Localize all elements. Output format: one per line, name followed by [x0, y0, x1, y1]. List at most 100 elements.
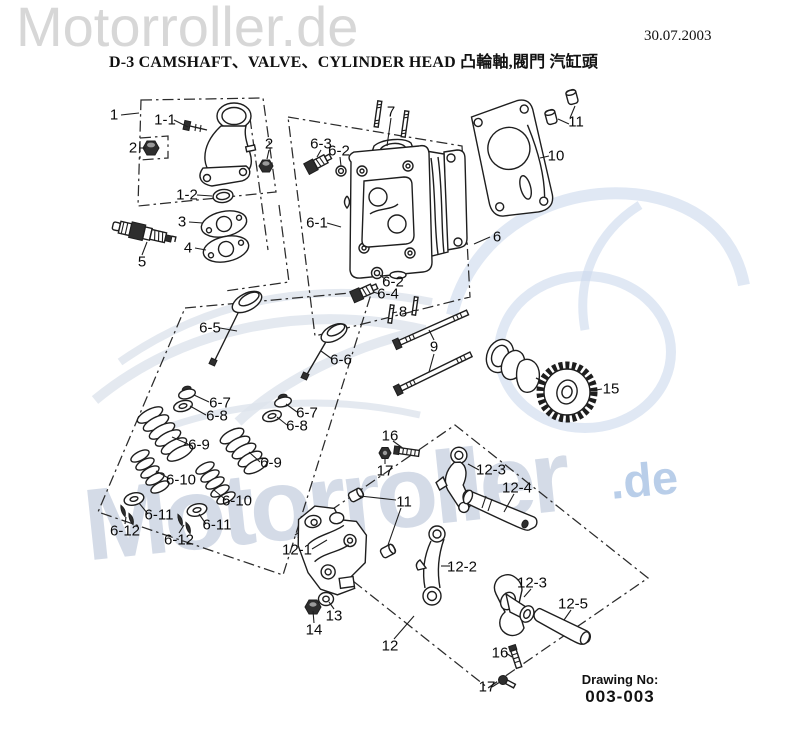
spring-seat-part-6-11-left	[123, 491, 145, 507]
part-label-2-left: 2	[128, 139, 138, 157]
part-label-12-3-top: 12-3	[475, 461, 507, 479]
part-label-12-3-bottom: 12-3	[516, 574, 548, 592]
camshaft-part-15	[485, 338, 598, 423]
washer-part-13	[317, 591, 335, 607]
part-label-6-2-bottom: 6-2	[382, 273, 404, 291]
valve-spring-part-6-10-right	[195, 461, 236, 505]
intake-manifold-part-1	[199, 102, 257, 187]
part-label-8: 8	[398, 303, 408, 321]
group-box-nut-2	[139, 135, 169, 161]
part-label-9: 9	[429, 338, 439, 356]
studs-part-8	[387, 296, 419, 324]
valve-spring-part-6-9-right	[219, 427, 269, 475]
studs-part-9	[391, 309, 474, 397]
drawing-no-label: Drawing No:	[581, 672, 659, 687]
valve-cotters-part-6-12-left	[120, 504, 134, 526]
part-label-4: 4	[183, 239, 193, 257]
adjuster-part-6-4	[349, 283, 379, 304]
adjuster-part-6-3	[303, 153, 333, 176]
part-label-16-bottom: 16	[491, 644, 509, 662]
rocker-arm-part-12-3-bottom	[493, 574, 535, 637]
o-ring-part-6-2-bottom	[370, 266, 384, 280]
part-label-6-8-right: 6-8	[286, 417, 308, 435]
valve-spring-part-6-9-left	[136, 406, 194, 462]
drawing-number-block: Drawing No: 003-003	[560, 672, 680, 707]
part-label-17-top: 17	[376, 462, 394, 480]
screw-part-17-bottom	[498, 675, 517, 689]
part-label-1-2: 1-2	[176, 186, 198, 204]
spring-seat-part-6-11-right	[186, 502, 208, 518]
part-label-1: 1	[109, 106, 119, 124]
part-label-11-bottom: 11	[396, 493, 412, 511]
part-label-3: 3	[177, 213, 187, 231]
part-label-12: 12	[381, 637, 399, 655]
part-label-12-5: 12-5	[557, 595, 589, 613]
part-label-15: 15	[602, 380, 620, 398]
screw-part-16-bottom	[508, 643, 523, 670]
o-ring-part-1-2	[212, 188, 234, 204]
shaft-part-12-5	[533, 607, 591, 645]
part-label-6-11-left: 6-11	[144, 506, 174, 524]
page-title: D-3 CAMSHAFT、VALVE、CYLINDER HEAD 凸輪軸,閥門 …	[109, 54, 599, 71]
seal-part-6-8-left	[173, 399, 193, 413]
part-label-7: 7	[386, 103, 396, 121]
studs-part-7	[373, 100, 410, 138]
part-label-6-3: 6-3	[310, 135, 332, 153]
part-label-6-9-right: 6-9	[260, 454, 282, 472]
part-label-6: 6	[492, 228, 502, 246]
part-label-6-1: 6-1	[306, 214, 328, 232]
part-label-11-top: 11	[568, 113, 584, 131]
part-label-1-1: 1-1	[154, 111, 176, 129]
retainer-part-6-7-left	[178, 385, 196, 400]
group-box-1	[137, 97, 277, 207]
part-label-6-9-left: 6-9	[188, 436, 210, 454]
valve-part-6-6	[300, 322, 348, 381]
axis-line-a	[249, 117, 269, 251]
seal-part-6-8-right	[262, 409, 282, 423]
date-stamp: 30.07.2003	[644, 28, 712, 44]
part-label-6-12-left: 6-12	[109, 522, 141, 540]
leader-lines	[120, 105, 603, 688]
part-label-6-5: 6-5	[199, 319, 221, 337]
part-label-2-right: 2	[264, 135, 274, 153]
part-label-16-top: 16	[381, 427, 399, 445]
spark-plug-part-5	[111, 220, 177, 244]
part-label-14: 14	[305, 621, 323, 639]
part-label-6-8-left: 6-8	[206, 407, 228, 425]
part-label-6-7-right: 6-7	[296, 404, 318, 422]
dowel-pins-part-11-top	[544, 88, 579, 126]
part-label-6-12-right: 6-12	[163, 531, 195, 549]
gasket-part-3	[200, 210, 248, 238]
dowel-pins-part-11-bottom	[347, 487, 397, 559]
bolt-part-1-1	[182, 119, 208, 133]
part-label-12-2: 12-2	[446, 558, 478, 576]
part-label-12-1: 12-1	[281, 541, 313, 559]
part-label-13: 13	[325, 607, 343, 625]
part-label-6-4: 6-4	[377, 285, 399, 303]
part-label-5: 5	[137, 253, 147, 271]
nut-part-14	[304, 599, 322, 615]
nut-part-17-top	[378, 447, 392, 459]
part-label-6-2-top: 6-2	[328, 142, 350, 160]
part-label-6-7-left: 6-7	[209, 394, 231, 412]
nut-part-2-right	[258, 159, 274, 173]
watermark-logo-swoosh	[91, 187, 750, 434]
part-label-10: 10	[547, 147, 565, 165]
cam-holder-part-12-1	[297, 505, 368, 596]
watermark-top-text: Motorroller.de	[16, 0, 359, 58]
part-label-12-4: 12-4	[501, 479, 533, 497]
part-label-6-6: 6-6	[330, 351, 352, 369]
part-label-6-10-left: 6-10	[165, 471, 197, 489]
part-label-6-11-right: 6-11	[202, 516, 232, 534]
rocker-arm-part-12-2	[415, 525, 446, 606]
cylinder-head-part-6-1	[343, 138, 468, 280]
part-label-17-bottom: 17	[478, 678, 496, 696]
valve-spring-part-6-10-left	[130, 449, 170, 494]
rocker-shaft-part-12-4	[462, 489, 538, 531]
head-gasket-part-10	[470, 99, 554, 217]
group-box-12	[293, 424, 650, 689]
part-label-6-10-right: 6-10	[221, 492, 253, 510]
group-box-valvetrain	[97, 290, 373, 576]
